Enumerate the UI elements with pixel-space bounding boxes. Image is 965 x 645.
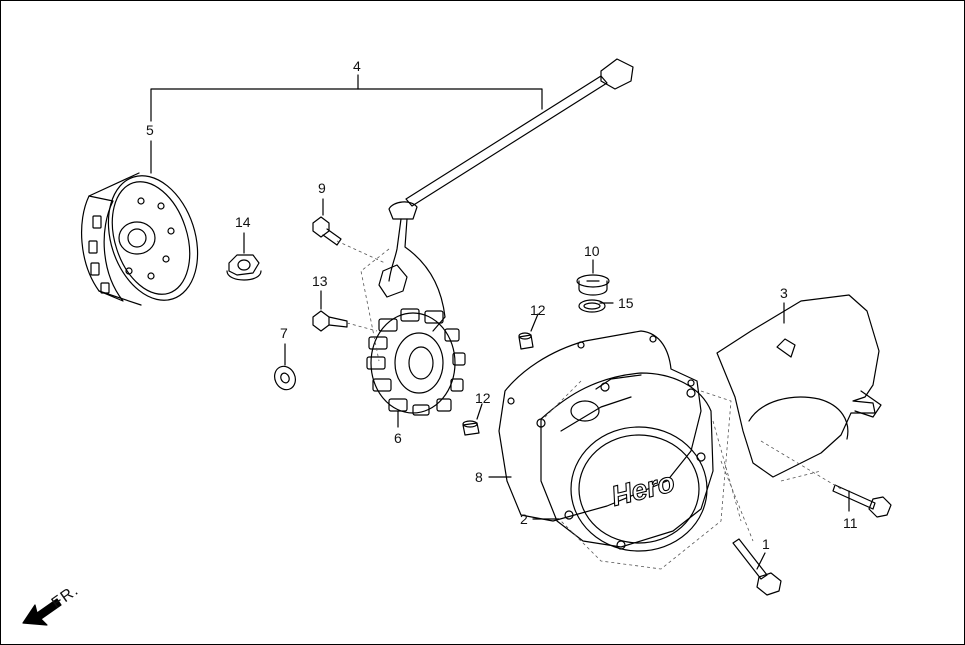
flywheel-rotor: [81, 172, 199, 306]
callout-9: 9: [318, 180, 326, 196]
callout-13: 13: [312, 273, 328, 289]
callout-14: 14: [235, 214, 251, 230]
callout-6: 6: [394, 430, 402, 446]
washer: [274, 365, 296, 391]
callout-4: 4: [353, 58, 361, 74]
pickup-bolt: [312, 216, 342, 246]
callout-5: 5: [146, 122, 154, 138]
front-direction-arrow: [22, 598, 62, 626]
crankcase-cover: [536, 372, 714, 552]
callout-10: 10: [584, 243, 600, 259]
callout-12-upper: 12: [530, 302, 546, 318]
callout-8: 8: [475, 469, 483, 485]
long-bolt-1: [732, 538, 782, 596]
callout-3: 3: [780, 285, 788, 301]
flange-nut: [226, 254, 262, 281]
oil-filler-cap: [576, 274, 610, 296]
leader-lines: [150, 74, 850, 570]
alignment-lines: [336, 240, 842, 570]
callout-12-lower: 12: [475, 390, 491, 406]
wiring-harness: [378, 58, 634, 332]
sprocket-cover: [716, 294, 882, 478]
o-ring: [578, 299, 606, 313]
long-bolt-11: [832, 484, 892, 518]
callout-11: 11: [843, 515, 858, 531]
stator-bolt: [312, 310, 348, 332]
callout-15: 15: [618, 295, 634, 311]
cover-gasket: [498, 330, 702, 522]
callout-2: 2: [520, 511, 528, 527]
brand-logo: Hero: [608, 466, 677, 512]
callout-7: 7: [280, 325, 288, 341]
dowel-pins: [462, 332, 534, 436]
stator: [366, 308, 466, 416]
callout-1: 1: [762, 536, 770, 552]
